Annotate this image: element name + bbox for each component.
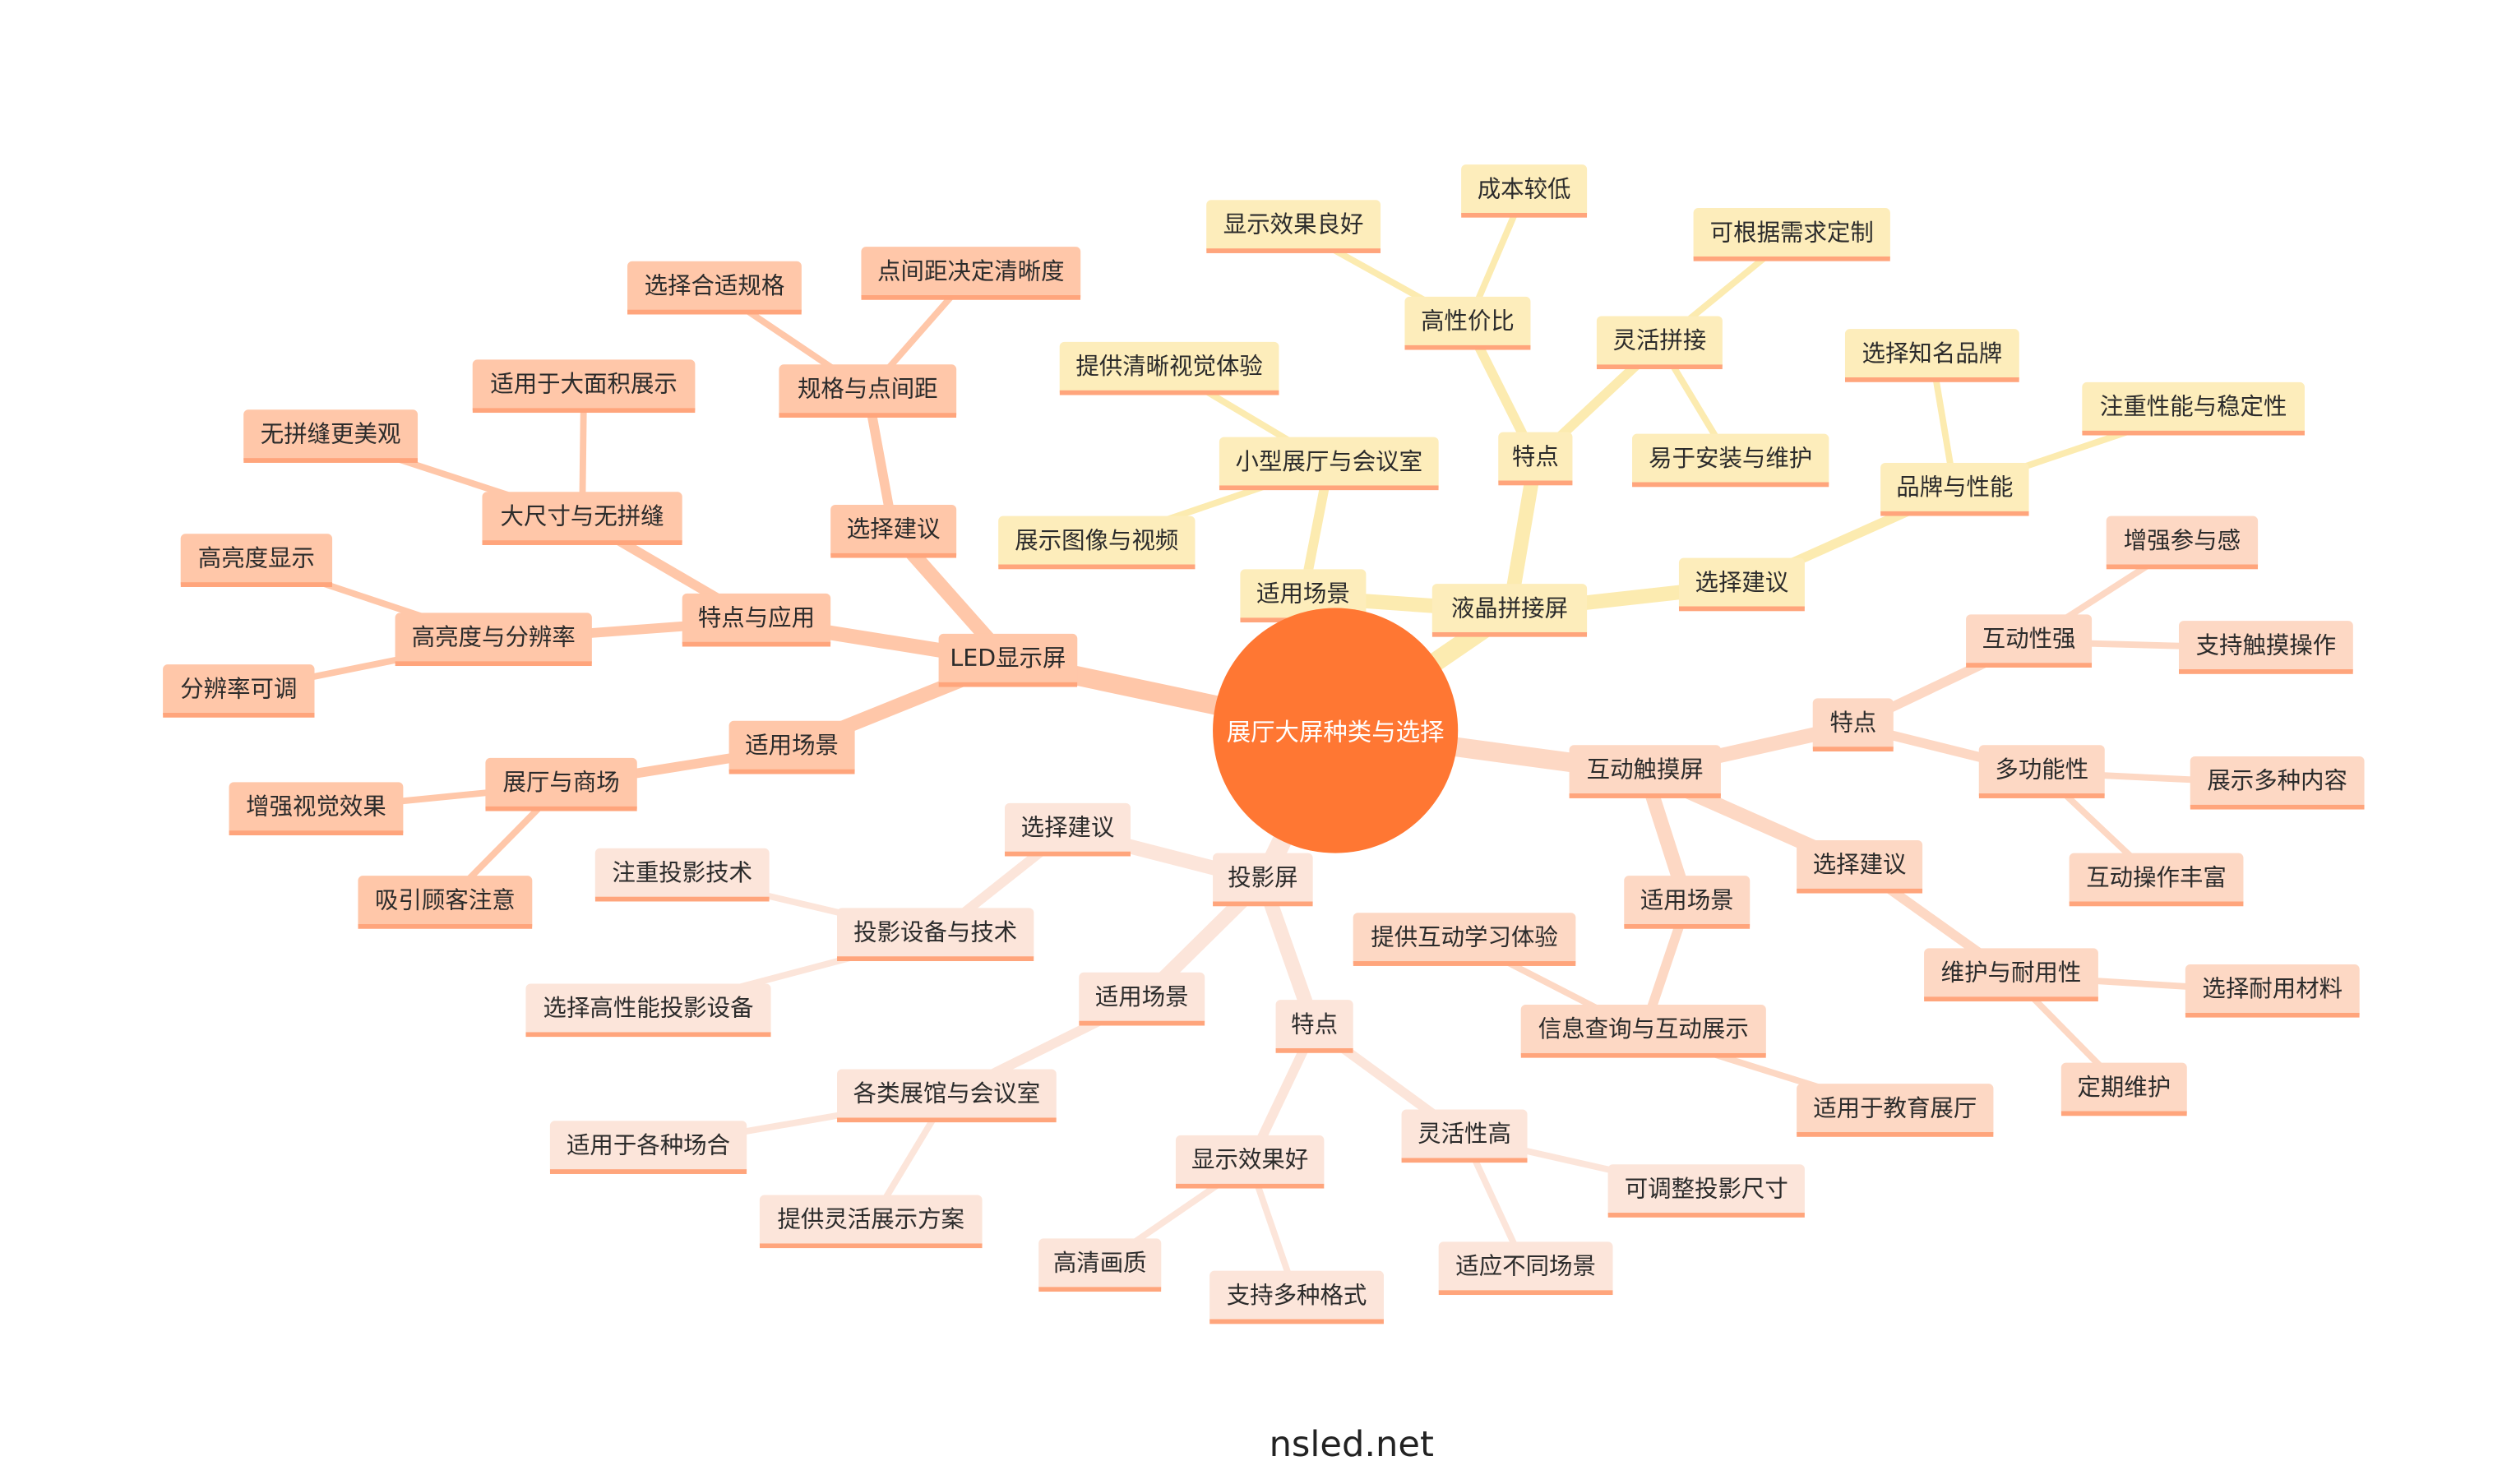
topic-node[interactable]: 增强参与感 bbox=[2106, 515, 2259, 570]
topic-node[interactable]: 吸引顾客注意 bbox=[358, 876, 533, 929]
topic-node[interactable]: 适用于教育展厅 bbox=[1797, 1084, 1994, 1137]
topic-node[interactable]: 互动操作丰富 bbox=[2069, 853, 2244, 907]
topic-node[interactable]: 灵活性高 bbox=[1401, 1109, 1528, 1163]
footer-watermark: nsled.net bbox=[1269, 1425, 1434, 1467]
topic-node[interactable]: 选择建议 bbox=[1005, 802, 1131, 857]
topic-node[interactable]: 展示图像与视频 bbox=[998, 515, 1196, 570]
topic-node[interactable]: 注重性能与稳定性 bbox=[2082, 381, 2305, 436]
topic-node[interactable]: 注重投影技术 bbox=[594, 848, 770, 902]
topic-node[interactable]: 展厅与商场 bbox=[485, 757, 637, 811]
topic-node[interactable]: 灵活拼接 bbox=[1596, 316, 1723, 370]
topic-node[interactable]: 支持多种格式 bbox=[1209, 1270, 1384, 1325]
topic-node[interactable]: 提供清晰视觉体验 bbox=[1059, 341, 1279, 395]
topic-node[interactable]: 高亮度与分辨率 bbox=[395, 613, 592, 667]
topic-node[interactable]: 特点 bbox=[1275, 1000, 1353, 1053]
topic-node[interactable]: 互动性强 bbox=[1966, 614, 2093, 668]
topic-node[interactable]: 信息查询与互动展示 bbox=[1520, 1005, 1766, 1058]
topic-node[interactable]: 适用场景 bbox=[1079, 972, 1205, 1026]
topic-node[interactable]: 成本较低 bbox=[1461, 164, 1588, 218]
topic-node[interactable]: 可根据需求定制 bbox=[1693, 208, 1890, 261]
topic-node[interactable]: 特点与应用 bbox=[682, 593, 831, 647]
topic-node[interactable]: 无拼缝更美观 bbox=[243, 409, 419, 463]
topic-node[interactable]: 支持触摸操作 bbox=[2178, 621, 2353, 674]
topic-node[interactable]: 维护与耐用性 bbox=[1924, 948, 2098, 1002]
topic-node[interactable]: 投影设备与技术 bbox=[837, 908, 1034, 962]
topic-node[interactable]: 提供互动学习体验 bbox=[1353, 913, 1576, 966]
topic-node[interactable]: 展示多种内容 bbox=[2190, 756, 2365, 810]
topic-node[interactable]: 选择建议 bbox=[1678, 557, 1805, 612]
topic-node[interactable]: 高性价比 bbox=[1404, 296, 1531, 350]
topic-node[interactable]: 提供灵活展示方案 bbox=[759, 1195, 983, 1249]
topic-node[interactable]: 显示效果好 bbox=[1175, 1135, 1325, 1189]
topic-node[interactable]: 多功能性 bbox=[1978, 745, 2105, 798]
topic-node[interactable]: 适用场景 bbox=[1624, 876, 1751, 929]
topic-node[interactable]: 选择知名品牌 bbox=[1844, 329, 2019, 382]
topic-node[interactable]: 适用于大面积展示 bbox=[472, 359, 696, 414]
topic-node[interactable]: 可调整投影尺寸 bbox=[1607, 1164, 1805, 1218]
topic-node[interactable]: 易于安装与维护 bbox=[1632, 433, 1829, 488]
topic-node[interactable]: 显示效果良好 bbox=[1206, 200, 1381, 253]
topic-node[interactable]: 特点 bbox=[1498, 432, 1573, 486]
topic-node[interactable]: 品牌与性能 bbox=[1880, 462, 2029, 516]
topic-node[interactable]: 各类展馆与会议室 bbox=[837, 1069, 1057, 1123]
topic-node[interactable]: 选择合适规格 bbox=[627, 261, 802, 315]
branch-node[interactable]: 液晶拼接屏 bbox=[1431, 584, 1588, 637]
topic-node[interactable]: 定期维护 bbox=[2060, 1062, 2187, 1116]
topic-node[interactable]: 高清画质 bbox=[1038, 1238, 1162, 1292]
topic-node[interactable]: 规格与点间距 bbox=[779, 364, 957, 418]
topic-node[interactable]: 小型展厅与会议室 bbox=[1219, 437, 1439, 491]
topic-node[interactable]: 点间距决定清晰度 bbox=[861, 247, 1081, 300]
branch-node[interactable]: 投影屏 bbox=[1213, 853, 1313, 907]
branch-node[interactable]: LED显示屏 bbox=[938, 633, 1078, 687]
branch-node[interactable]: 互动触摸屏 bbox=[1569, 745, 1721, 798]
topic-node[interactable]: 选择建议 bbox=[1797, 839, 1923, 894]
topic-node[interactable]: 选择耐用材料 bbox=[2185, 964, 2360, 1018]
topic-node[interactable]: 适应不同场景 bbox=[1438, 1241, 1613, 1296]
topic-node[interactable]: 适用于各种场合 bbox=[549, 1121, 747, 1174]
root-node[interactable]: 展厅大屏种类与选择 bbox=[1213, 608, 1459, 853]
topic-node[interactable]: 高亮度显示 bbox=[180, 534, 333, 587]
topic-node[interactable]: 增强视觉效果 bbox=[229, 782, 404, 836]
topic-node[interactable]: 特点 bbox=[1812, 698, 1894, 752]
topic-node[interactable]: 大尺寸与无拼缝 bbox=[482, 492, 682, 545]
topic-node[interactable]: 选择建议 bbox=[830, 504, 957, 558]
topic-node[interactable]: 分辨率可调 bbox=[163, 664, 315, 718]
topic-node[interactable]: 适用场景 bbox=[728, 720, 855, 774]
topic-node[interactable]: 选择高性能投影设备 bbox=[525, 983, 771, 1038]
